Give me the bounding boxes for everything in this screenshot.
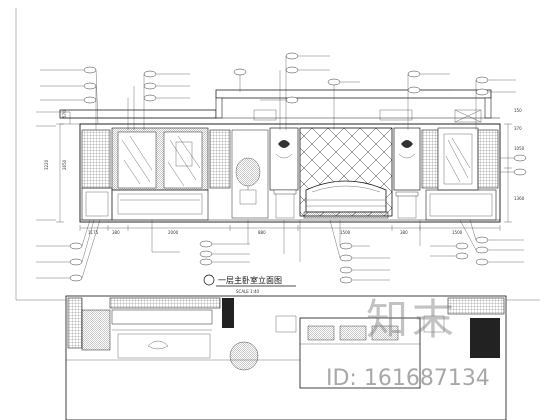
- callout-notes: [36, 52, 527, 284]
- dim-left-top: 570: [62, 110, 67, 118]
- dim-bottom-6: 380: [400, 230, 408, 235]
- wall-panel-right-2: [477, 129, 499, 189]
- watermark-brand: 知末: [366, 295, 459, 344]
- dim-right-4: 1360: [514, 196, 525, 201]
- dim-left-wall: 2650: [62, 159, 67, 170]
- plant: [235, 157, 261, 205]
- dim-bottom-7: 1500: [452, 230, 463, 235]
- dim-right-1: 150: [514, 108, 522, 113]
- dimension-lines: [36, 123, 512, 231]
- dim-bottom-5: 1500: [340, 230, 351, 235]
- nightstand-left: [275, 191, 295, 219]
- nightstand-right: [397, 193, 417, 219]
- dimension-values: 3220 2650 570 1175 380 2000 880 1500 380…: [44, 108, 525, 235]
- wall-panel-right: [421, 129, 439, 189]
- bed: [303, 180, 389, 219]
- dim-bottom-1: 1175: [88, 230, 99, 235]
- watermark-id: ID: 161687134: [326, 366, 490, 391]
- drawing-title-text: 一层主卧室立面图: [218, 275, 282, 285]
- dim-bottom-4: 880: [258, 230, 266, 235]
- dim-bottom-3: 2000: [168, 230, 179, 235]
- wall-sconce-panel-right: [393, 127, 421, 191]
- plant-plan: [229, 341, 259, 371]
- wall-panel-left-2: [209, 129, 231, 189]
- view-number-circle: [203, 274, 215, 286]
- dim-right-3: 1050: [514, 146, 525, 151]
- drawing-title: 一层主卧室立面图 SCALE 1:40: [203, 274, 296, 294]
- dim-right-2: 370: [514, 126, 522, 131]
- wall-sconce-panel-left: [269, 127, 299, 191]
- wall-panel-left: [81, 129, 111, 189]
- bedroom-elevation: [79, 123, 501, 223]
- dim-bottom-2: 380: [112, 230, 120, 235]
- drawing-scale: SCALE 1:40: [236, 289, 260, 294]
- dim-left-total: 3220: [44, 159, 49, 170]
- plan-view: [65, 295, 507, 420]
